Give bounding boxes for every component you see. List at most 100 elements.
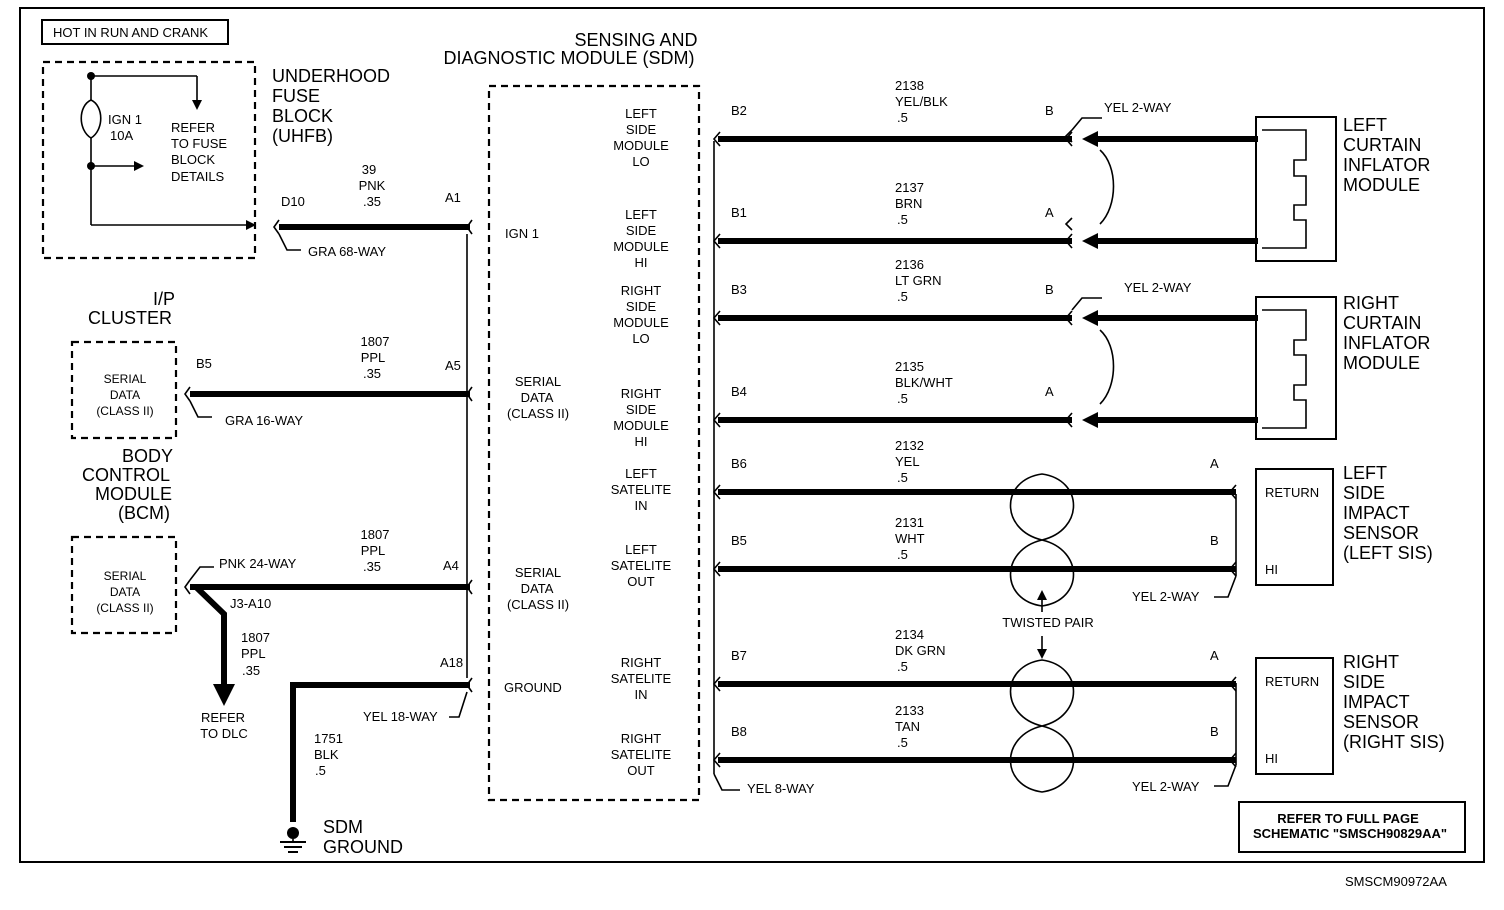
twisted-pair-label: TWISTED PAIR (1002, 615, 1093, 630)
arrow-icon (1082, 412, 1098, 428)
ip-color: PPL (361, 350, 386, 365)
end-pin: B (1045, 103, 1054, 118)
sdm-pin-label: LEFT (625, 106, 657, 121)
end-pin: B (1045, 282, 1054, 297)
bcm-splice: J3-A10 (230, 596, 271, 611)
circuit-number: 2138 (895, 78, 924, 93)
refer-fuse-line4: DETAILS (171, 169, 225, 184)
ign-color: PNK (359, 178, 386, 193)
sdm-pin-label: IN (635, 687, 648, 702)
wire-gauge: .5 (897, 110, 908, 125)
twisted-pair-symbols: TWISTED PAIR (1002, 473, 1094, 793)
sdm-pin-label: SATELITE (611, 558, 672, 573)
sdm-pin-label: LO (632, 154, 649, 169)
ground-sdm-pin: A18 (440, 655, 463, 670)
right-curtain-title-3: INFLATOR (1343, 333, 1430, 353)
bcm-gauge: .35 (363, 559, 381, 574)
bcm-box-line2: DATA (110, 585, 140, 599)
wire-color: YEL (895, 454, 920, 469)
fuse-icon (80, 99, 102, 139)
end-pin: B (1210, 724, 1219, 739)
sdm-ground-label: GROUND (504, 680, 562, 695)
sdm-pin: B6 (731, 456, 747, 471)
bcm-title-1: BODY (122, 446, 173, 466)
uhfb-title-1: UNDERHOOD (272, 66, 390, 86)
diagram-code: SMSCM90972AA (1345, 874, 1447, 889)
uhfb-title-3: BLOCK (272, 106, 333, 126)
uhfb-title-4: (UHFB) (272, 126, 333, 146)
wire-gauge: .5 (897, 659, 908, 674)
sdm-pin-label: SATELITE (611, 671, 672, 686)
uhfb-block: IGN 1 10A REFER TO FUSE BLOCK DETAILS (41, 60, 257, 260)
right-curtain-inflator: RIGHT CURTAIN INFLATOR MODULE YEL 2-WAY (1071, 280, 1430, 440)
circuit-number: 2132 (895, 438, 924, 453)
sdm-pin: B2 (731, 103, 747, 118)
end-pin: A (1045, 384, 1054, 399)
bcm-title-4: (BCM) (118, 503, 170, 523)
sdm-pin-label: OUT (627, 574, 655, 589)
arrow-icon (1082, 310, 1098, 326)
hot-in-run-label: HOT IN RUN AND CRANK (41, 19, 229, 45)
uhfb-dashed-box (41, 60, 257, 260)
twisted-pair-icon-lower (1009, 659, 1075, 793)
right-sis-title-4: SENSOR (1343, 712, 1419, 732)
sdm-pin-label: SIDE (626, 402, 657, 417)
bcm-title-3: MODULE (95, 484, 172, 504)
left-curtain-title-1: LEFT (1343, 115, 1387, 135)
right-sis-return: RETURN (1265, 674, 1319, 689)
sdm-pin-label: RIGHT (621, 386, 662, 401)
sdm-pin-label: MODULE (613, 138, 669, 153)
sdm-pin-label: HI (635, 255, 648, 270)
uhfb-title-2: FUSE (272, 86, 320, 106)
bcm-box-line3: (CLASS II) (96, 601, 153, 615)
right-sis-hi: HI (1265, 751, 1278, 766)
sdm-pin-label: LEFT (625, 542, 657, 557)
sdm-pin-label: RIGHT (621, 655, 662, 670)
ground-wire: A18 YEL 18-WAY 1751 BLK .5 SDM GROUND (280, 655, 473, 857)
dlc-refer-2: TO DLC (200, 726, 247, 741)
ip-pin: B5 (196, 356, 212, 371)
sdm-title-2: DIAGNOSTIC MODULE (SDM) (443, 48, 694, 68)
wire-gauge: .5 (897, 735, 908, 750)
bcm-box (70, 535, 178, 635)
ground-icon (280, 827, 306, 853)
ip-circuit: 1807 (361, 334, 390, 349)
dlc-arrow-icon (213, 684, 235, 706)
ground-wire-line (290, 682, 470, 822)
ip-box-line1: SERIAL (104, 372, 147, 386)
left-sis-connector: YEL 2-WAY (1132, 589, 1200, 604)
sdm-pin-label: SATELITE (611, 747, 672, 762)
wire-color: DK GRN (895, 643, 946, 658)
right-curtain-title-4: MODULE (1343, 353, 1420, 373)
bcm-sdm-pin: A4 (443, 558, 459, 573)
right-curtain-title-1: RIGHT (1343, 293, 1399, 313)
fuse-name: IGN 1 (108, 112, 142, 127)
sdm-serial2-line1: SERIAL (515, 565, 561, 580)
right-curtain-title-2: CURTAIN (1343, 313, 1421, 333)
bcm-wire: PNK 24-WAY 1807 PPL .35 A4 J3-A10 1807 P… (184, 527, 473, 741)
ground-gauge: .5 (315, 763, 326, 778)
sdm-pin-label: SIDE (626, 223, 657, 238)
sdm-pin-label: RIGHT (621, 731, 662, 746)
ign-circuit: 39 (362, 162, 376, 177)
wire-color: BLK/WHT (895, 375, 953, 390)
wire-color: TAN (895, 719, 920, 734)
ip-box-line2: DATA (110, 388, 140, 402)
fuse-rating: 10A (110, 128, 133, 143)
circuit-number: 2131 (895, 515, 924, 530)
sdm-pin-label: IN (635, 498, 648, 513)
sdm-serial2-line3: (CLASS II) (507, 597, 569, 612)
ip-title-2: CLUSTER (88, 308, 172, 328)
circuit-number: 2134 (895, 627, 924, 642)
left-sis-hi: HI (1265, 562, 1278, 577)
ip-wire: B5 GRA 16-WAY 1807 PPL .35 A5 (184, 334, 473, 428)
sdm-ign-label: IGN 1 (505, 226, 539, 241)
wire-gauge: .5 (897, 212, 908, 227)
sdm-pin-label: SIDE (626, 299, 657, 314)
right-curtain-symbol (1262, 309, 1307, 429)
